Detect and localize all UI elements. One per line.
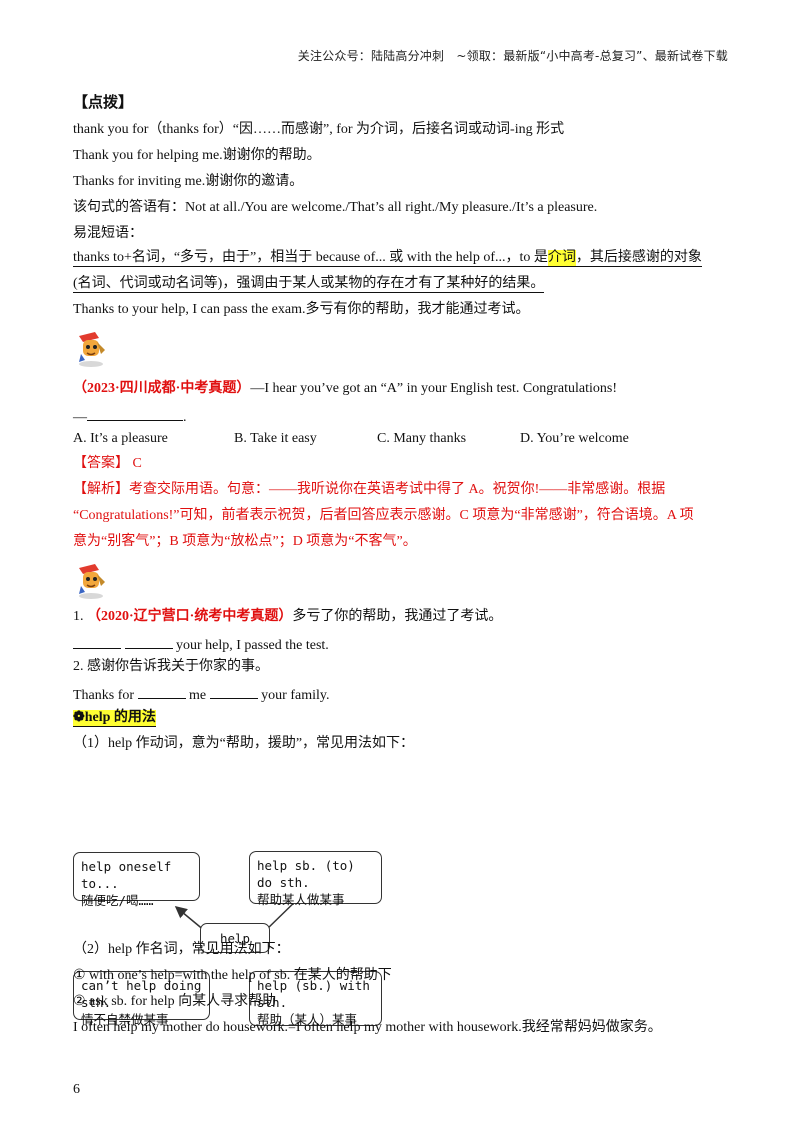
page-number: 6 bbox=[73, 1082, 80, 1097]
answer-blank[interactable] bbox=[137, 684, 186, 699]
tip-line: 该句式的答语有：Not at all./You are welcome./Tha… bbox=[73, 200, 598, 215]
confuse-example: Thanks to your help, I can pass the exam… bbox=[73, 302, 530, 317]
dash: — bbox=[73, 410, 87, 425]
noun-usage-2: ② ask sb. for help 向某人寻求帮助 bbox=[73, 994, 277, 1009]
box-zh: 随便吃/喝…… bbox=[81, 893, 154, 908]
question-text: —I hear you’ve got an “A” in your Englis… bbox=[250, 381, 617, 396]
box-zh: 情不自禁做某事 bbox=[81, 1012, 169, 1027]
option-b[interactable]: B. Take it easy bbox=[234, 431, 317, 446]
question-source: （2023·四川成都·中考真题） bbox=[73, 381, 251, 396]
final-example: I often help my mother do housework.=I o… bbox=[73, 1020, 662, 1035]
confuse-line-2: (名词、代词或动名词等)，强调由于某人或某物的存在才有了某种好的结果。 bbox=[73, 275, 545, 293]
q2-part: Thanks for bbox=[73, 688, 135, 703]
q1-tail: your help, I passed the test. bbox=[176, 638, 329, 653]
analysis-line: 意为“别客气”；B 项意为“放松点”；D 项意为“不客气”。 bbox=[73, 534, 417, 549]
answer-line: 【答案】 C bbox=[73, 455, 142, 473]
usage-box-help-oneself: help oneself to... 随便吃/喝…… bbox=[73, 852, 200, 908]
q2-part: me bbox=[189, 688, 207, 703]
tip-line: 易混短语： bbox=[73, 226, 143, 241]
confuse-text: thanks to+名词，“多亏，由于”，相当于 because of... 或… bbox=[73, 250, 548, 267]
confuse-text: (名词、代词或动名词等)，强调由于某人或某物的存在才有了某种好的结果。 bbox=[73, 276, 545, 293]
answer-label: 【答案】 bbox=[73, 456, 129, 471]
highlight-word: 介词 bbox=[547, 250, 576, 267]
q2-part: your family. bbox=[261, 688, 330, 703]
practice-q1: 1. （2020·辽宁营口·统考中考真题）多亏了你的帮助，我通过了考试。 bbox=[73, 608, 502, 626]
practice-q1-answer: your help, I passed the test. bbox=[73, 634, 329, 655]
answer-value: C bbox=[132, 456, 142, 471]
tip-title: 【点拨】 bbox=[73, 95, 134, 111]
answer-blank[interactable] bbox=[209, 684, 258, 699]
help-verb-intro: （1）help 作动词，意为“帮助，援助”，常见用法如下： bbox=[73, 736, 415, 751]
option-c[interactable]: C. Many thanks bbox=[377, 431, 467, 446]
period: . bbox=[183, 410, 187, 425]
usage-box-cant-help: can’t help doing sth. 情不自禁做某事 bbox=[73, 971, 210, 1027]
analysis-line: 【解析】考查交际用语。句意：——我听说你在英语考试中得了 A。祝贺你!——非常感… bbox=[73, 482, 666, 497]
practice-q2-answer: Thanks for me your family. bbox=[73, 684, 329, 705]
answer-blank[interactable] bbox=[124, 634, 173, 649]
answer-blank[interactable] bbox=[73, 634, 121, 649]
confuse-text: ，其后接感谢的对象 bbox=[575, 250, 702, 267]
box-en: can’t help doing sth. bbox=[81, 978, 202, 1010]
pencil-mascot-icon bbox=[79, 332, 105, 367]
help-noun-intro: （2）help 作名词，常见用法如下： bbox=[73, 942, 290, 957]
diagram-arrows bbox=[174, 892, 305, 932]
tip-line: Thanks for inviting me.谢谢你的邀请。 bbox=[73, 174, 304, 189]
option-a[interactable]: A. It’s a pleasure bbox=[73, 431, 168, 446]
pencil-mascot-icon bbox=[79, 564, 105, 599]
q1-text: 多亏了你的帮助，我通过了考试。 bbox=[292, 609, 503, 624]
page-header: 关注公众号：陆陆高分冲刺 ~领取：最新版“小中高考-总复习”、最新试卷下载 bbox=[297, 49, 728, 63]
option-d[interactable]: D. You’re welcome bbox=[520, 431, 629, 446]
usage-box-help-do: help sb. (to) do sth. 帮助某人做某事 bbox=[249, 851, 382, 907]
tip-line: Thank you for helping me.谢谢你的帮助。 bbox=[73, 148, 321, 163]
section-title-text: ❁help 的用法 bbox=[73, 710, 156, 727]
analysis-line: “Congratulations!”可知，前者表示祝贺，后者回答应表示感谢。C … bbox=[73, 508, 694, 523]
answer-blank-line: —. bbox=[73, 406, 187, 427]
q1-source: （2020·辽宁营口·统考中考真题） bbox=[87, 609, 293, 624]
confuse-line-1: thanks to+名词，“多亏，由于”，相当于 because of... 或… bbox=[73, 249, 702, 267]
help-section-title: ❁help 的用法 bbox=[73, 709, 156, 727]
q1-number: 1. bbox=[73, 609, 84, 624]
tip-line: thank you for（thanks for）“因……而感谢”, for 为… bbox=[73, 122, 565, 137]
box-en: help sb. (to) do sth. bbox=[257, 858, 355, 890]
noun-usage-1: ① with one’s help=with the help of sb. 在… bbox=[73, 968, 392, 983]
practice-q2: 2. 感谢你告诉我关于你家的事。 bbox=[73, 659, 269, 674]
usage-box-help-with: help (sb.) with sth. 帮助（某人）某事 bbox=[249, 971, 382, 1027]
answer-blank[interactable] bbox=[87, 406, 183, 421]
box-en: help oneself to... bbox=[81, 859, 172, 891]
usage-box-help-center: help bbox=[200, 923, 270, 953]
box-zh: 帮助（某人）某事 bbox=[257, 1012, 358, 1027]
box-zh: 帮助某人做某事 bbox=[257, 892, 345, 907]
question-stem: （2023·四川成都·中考真题）—I hear you’ve got an “A… bbox=[73, 380, 617, 398]
help-usage-diagram: help oneself to... 随便吃/喝…… help sb. (to)… bbox=[73, 758, 393, 1027]
box-en: help (sb.) with sth. bbox=[257, 978, 370, 1010]
